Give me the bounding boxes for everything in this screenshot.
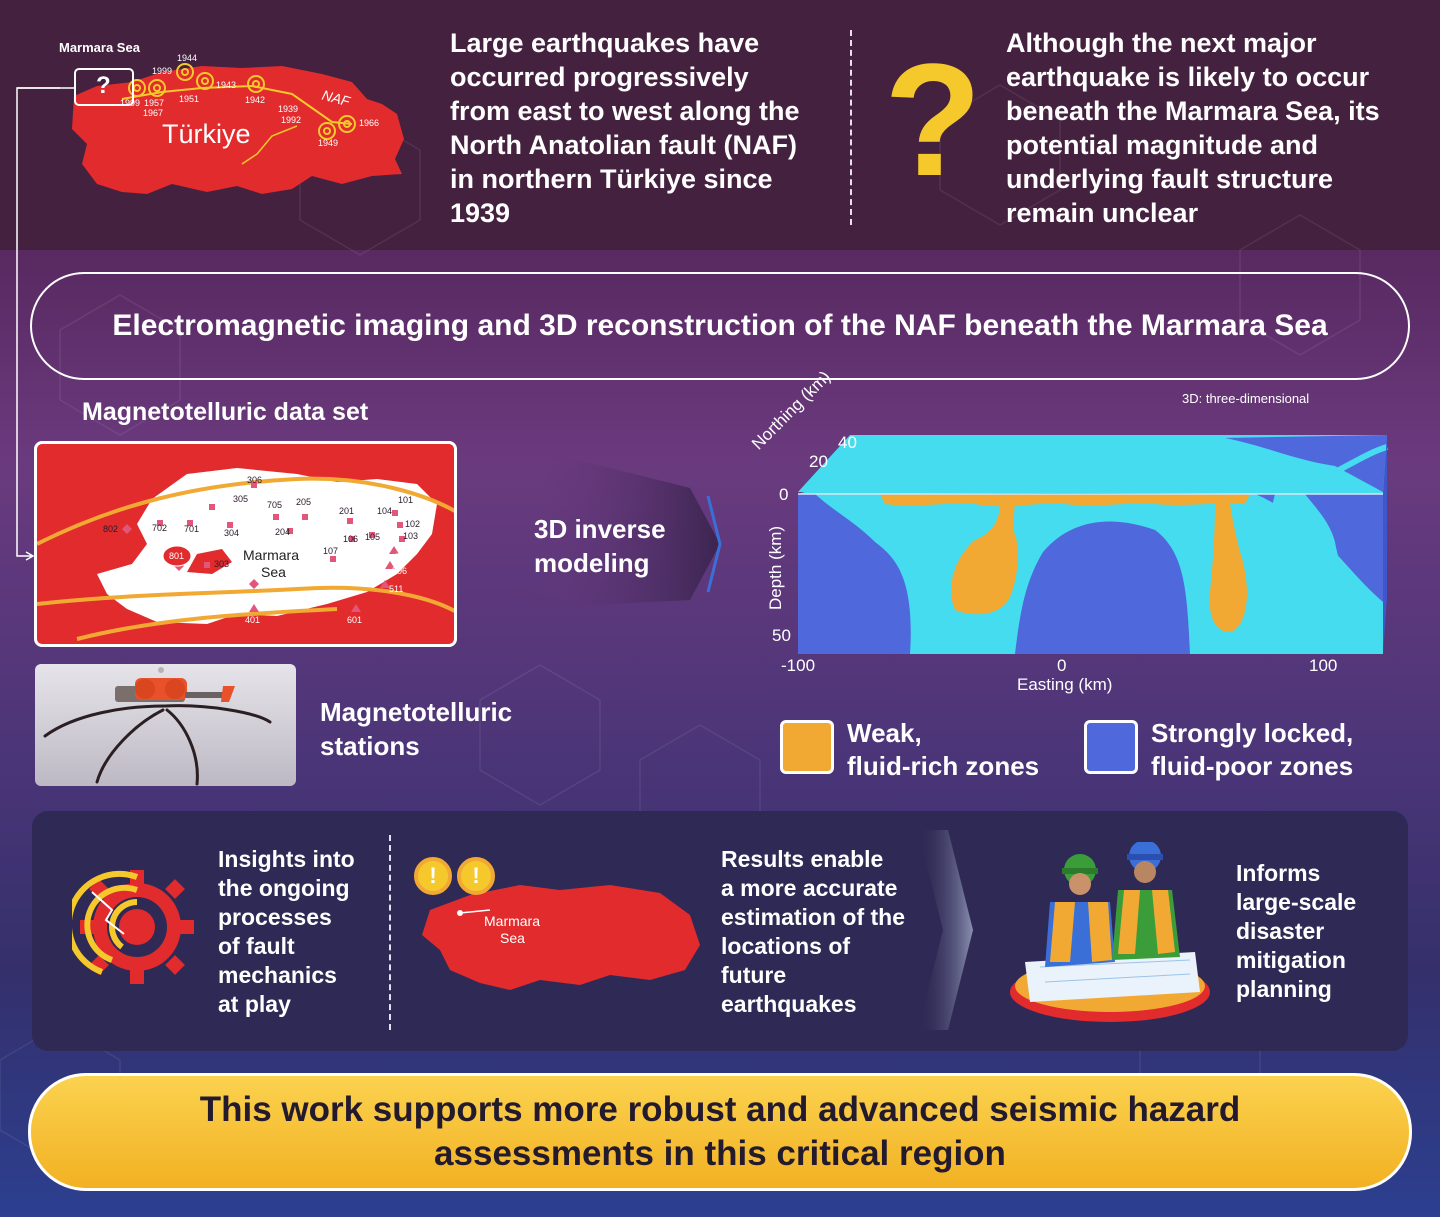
depth-tick: 50: [772, 626, 791, 645]
station-label: 304: [224, 528, 240, 538]
sea-label: Marmara: [243, 547, 300, 563]
easting-tick: 100: [1309, 656, 1338, 675]
question-box: ?: [74, 68, 134, 106]
depth-axis-label: Depth (km): [766, 525, 785, 610]
station-label: 701: [184, 524, 200, 534]
station-label: 103: [403, 531, 419, 541]
conclusion-line: assessments in this critical region: [434, 1134, 1006, 1173]
conclusion-line: This work supports more robust and advan…: [199, 1090, 1241, 1129]
sea-label: Sea: [261, 564, 286, 580]
sea-label: Sea: [500, 930, 525, 946]
station-label: 107: [323, 546, 339, 556]
divider: [850, 30, 852, 225]
alert-pin-icon: !: [414, 857, 452, 895]
station-label: 105: [365, 532, 381, 542]
easting-tick: -100: [781, 656, 816, 675]
conclusion-banner: This work supports more robust and advan…: [28, 1073, 1412, 1191]
3d-note: 3D: three-dimensional: [1182, 391, 1310, 406]
year-label: 1939: [278, 104, 299, 114]
depth-tick: 0: [779, 485, 789, 504]
station-label: 305: [233, 494, 249, 504]
turkiye-label: Türkiye: [162, 119, 251, 149]
station-label: 801: [169, 551, 185, 561]
station-label: 102: [405, 519, 421, 529]
year-label: 1999: [120, 98, 141, 108]
connector-top: [17, 87, 75, 89]
chevron-right-icon: [918, 830, 973, 1030]
marmara-sea-label: Marmara Sea: [59, 40, 140, 55]
station-label: 802: [103, 524, 119, 534]
northing-tick: 40: [838, 433, 857, 452]
alert-pin-icon: !: [457, 857, 495, 895]
modeling-arrow: [530, 448, 722, 608]
turkiye-map-icon: [422, 885, 700, 990]
big-question-mark: ?: [884, 30, 982, 209]
station-label: 201: [339, 506, 355, 516]
northing-tick: 20: [809, 452, 828, 471]
3d-resistivity-model: [798, 435, 1388, 654]
legend-swatch-weak: [780, 720, 834, 774]
mt-dataset-map: 306 305 705 205 101 201 104 102 103 702 …: [34, 441, 457, 647]
station-label: 101: [398, 495, 414, 505]
station-label: 205: [296, 497, 312, 507]
question-mark-small: ?: [96, 72, 111, 99]
divider: [389, 835, 391, 1030]
year-label: 1992: [281, 115, 302, 125]
marmara-label: Marmara: [484, 913, 541, 929]
banner-title: Electromagnetic imaging and 3D reconstru…: [112, 309, 1328, 342]
turkiye-fault-map: [72, 63, 404, 194]
station-label: 204: [275, 527, 291, 537]
year-label: 1966: [359, 118, 380, 128]
easting-tick: 0: [1057, 656, 1067, 675]
legend-swatch-locked: [1084, 720, 1138, 774]
station-label: 506: [392, 566, 408, 576]
station-label: 106: [343, 534, 359, 544]
year-label: 1967: [143, 108, 164, 118]
station-label: 401: [245, 615, 261, 625]
year-label: 1944: [177, 53, 198, 63]
year-label: 1943: [216, 80, 237, 90]
station-label: 303: [214, 559, 230, 569]
year-label: 1949: [318, 138, 339, 148]
station-label: 104: [377, 506, 393, 516]
legend-weak-label: Weak,fluid-rich zones: [847, 718, 1040, 781]
easting-axis-label: Easting (km): [1017, 675, 1113, 694]
legend-locked-label: Strongly locked,fluid-poor zones: [1151, 718, 1354, 781]
year-label: 1951: [179, 94, 200, 104]
year-label: 1942: [245, 95, 266, 105]
station-label: 702: [152, 523, 168, 533]
year-label: 1957: [144, 98, 165, 108]
fault-mechanics-gear-icon: [72, 870, 194, 984]
station-label: 306: [247, 475, 263, 485]
engineers-planning-icon: [1010, 842, 1210, 1022]
station-label: 705: [267, 500, 283, 510]
station-label: 501: [395, 552, 411, 562]
title-banner: Electromagnetic imaging and 3D reconstru…: [30, 272, 1410, 380]
station-label: 511: [389, 584, 404, 594]
station-label: 601: [347, 615, 363, 625]
mt-dataset-title: Magnetotelluric data set: [82, 398, 369, 426]
mt-station-image: [35, 664, 296, 786]
year-label: 1999: [152, 66, 173, 76]
